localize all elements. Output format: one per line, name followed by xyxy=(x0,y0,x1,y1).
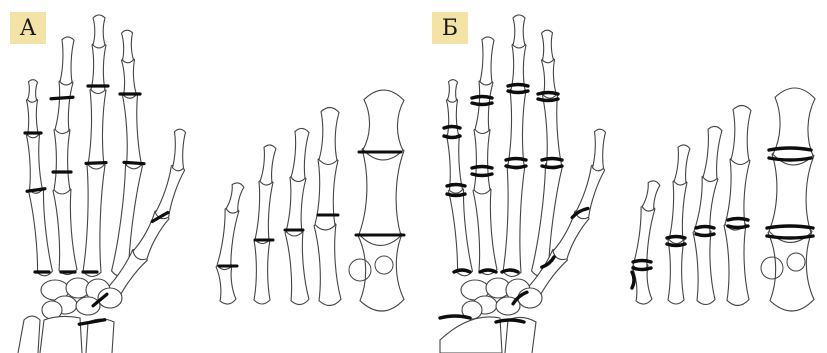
forearm-edge xyxy=(18,316,40,353)
joint-lesion-cap xyxy=(440,316,470,318)
toe-bone xyxy=(319,107,339,165)
panel-label-a: А xyxy=(10,12,46,44)
hand-diagram-b xyxy=(440,15,606,353)
carpal-bone xyxy=(76,297,100,315)
foot-diagram-b xyxy=(632,87,816,311)
joint-lesion-cap xyxy=(472,174,492,176)
finger-bone xyxy=(27,80,37,103)
finger-bone xyxy=(26,131,42,193)
finger-bone xyxy=(448,185,473,276)
thumb-bone xyxy=(172,129,185,171)
thumb-bone xyxy=(154,162,186,220)
finger-bone xyxy=(473,185,498,275)
carpal-bone xyxy=(518,288,542,308)
finger-bone xyxy=(122,91,141,169)
toe-bone xyxy=(225,182,244,215)
joint-lesion-cap xyxy=(506,166,526,168)
joint-lesion-cap xyxy=(472,167,492,169)
finger-bone xyxy=(60,37,74,86)
joint-lesion-cap xyxy=(728,226,748,228)
finger-bone xyxy=(54,126,70,194)
toe-bone xyxy=(724,219,749,306)
ulna-bone xyxy=(86,319,114,353)
toe-bone xyxy=(286,173,307,236)
joint-lesion-cap xyxy=(454,270,470,272)
hand-diagram-a xyxy=(18,15,186,353)
finger-bone xyxy=(480,37,494,86)
finger-bone xyxy=(446,97,458,138)
toe-bone xyxy=(217,206,240,271)
toe-bone xyxy=(285,227,310,306)
joint-line xyxy=(51,97,73,99)
joint-lesion-cap xyxy=(767,236,813,238)
joint-lesion-cap xyxy=(667,244,685,246)
finger-bone xyxy=(93,15,105,48)
finger-bone xyxy=(28,185,53,276)
joint-lesion-cap xyxy=(472,103,492,105)
joint-lesion-cap xyxy=(447,194,465,196)
joint-lesion-cap xyxy=(506,159,526,161)
joint-line xyxy=(124,162,144,163)
joint-lesion-cap xyxy=(632,272,634,288)
joint-lesion-cap xyxy=(542,166,562,168)
toe-bone xyxy=(363,90,404,161)
joint-lesion-cap xyxy=(696,234,714,236)
joint-lesion-cap xyxy=(633,268,651,270)
joint-lesion-cap xyxy=(769,158,811,160)
joint-lesion-cap xyxy=(496,320,524,322)
finger-bone xyxy=(508,86,526,169)
thumb-bone xyxy=(592,129,605,171)
joint-lesion-cap xyxy=(444,136,460,138)
joint-lesion-cap xyxy=(769,148,811,150)
toe-bone xyxy=(314,219,342,306)
finger-bone xyxy=(541,30,553,63)
toe-bone xyxy=(703,126,723,182)
radius-bone xyxy=(440,317,502,353)
joint-lesion-cap xyxy=(508,85,528,87)
toe-bone xyxy=(255,178,273,244)
joint-line xyxy=(86,163,106,164)
panel-label-b: Б xyxy=(432,12,468,44)
joint-lesion-cap xyxy=(728,219,748,221)
finger-bone xyxy=(503,160,525,277)
toe-bone xyxy=(254,236,270,304)
toe-bone xyxy=(669,178,687,244)
joint-lesion-cap xyxy=(472,97,492,99)
finger-bone xyxy=(474,126,490,194)
joint-lesion-cap xyxy=(633,261,651,263)
joint-lesion-cap xyxy=(447,185,465,187)
finger-bone xyxy=(447,80,457,103)
finger-bone xyxy=(53,185,78,275)
joint-lesion-cap xyxy=(444,127,460,129)
finger-bone xyxy=(121,30,133,63)
toe-bone xyxy=(315,155,338,231)
joint-lesion-cap xyxy=(667,237,685,239)
foot-diagram-a xyxy=(216,90,405,312)
toe-bone xyxy=(693,227,715,305)
finger-bone xyxy=(55,78,74,134)
toe-bone xyxy=(260,144,277,185)
finger-bone xyxy=(513,15,525,48)
toe-bone xyxy=(291,128,310,182)
radius-bone xyxy=(40,316,82,353)
toe-bone xyxy=(731,105,751,165)
finger-bone xyxy=(88,86,106,169)
joint-lesion-cap xyxy=(538,99,558,101)
joint-lesion-cap xyxy=(696,227,714,229)
joint-lesion-cap xyxy=(502,270,518,272)
joint-lesion-cap xyxy=(767,226,813,228)
joint-lesion-cap xyxy=(480,270,496,272)
toe-bone xyxy=(641,180,660,213)
joint-lesion-cap xyxy=(542,159,562,161)
toe-bone xyxy=(674,144,691,185)
joint-lesion-cap xyxy=(538,93,558,95)
joint-lesion-cap xyxy=(508,91,528,93)
finger-bone xyxy=(83,160,105,277)
toe-bone xyxy=(773,87,816,165)
